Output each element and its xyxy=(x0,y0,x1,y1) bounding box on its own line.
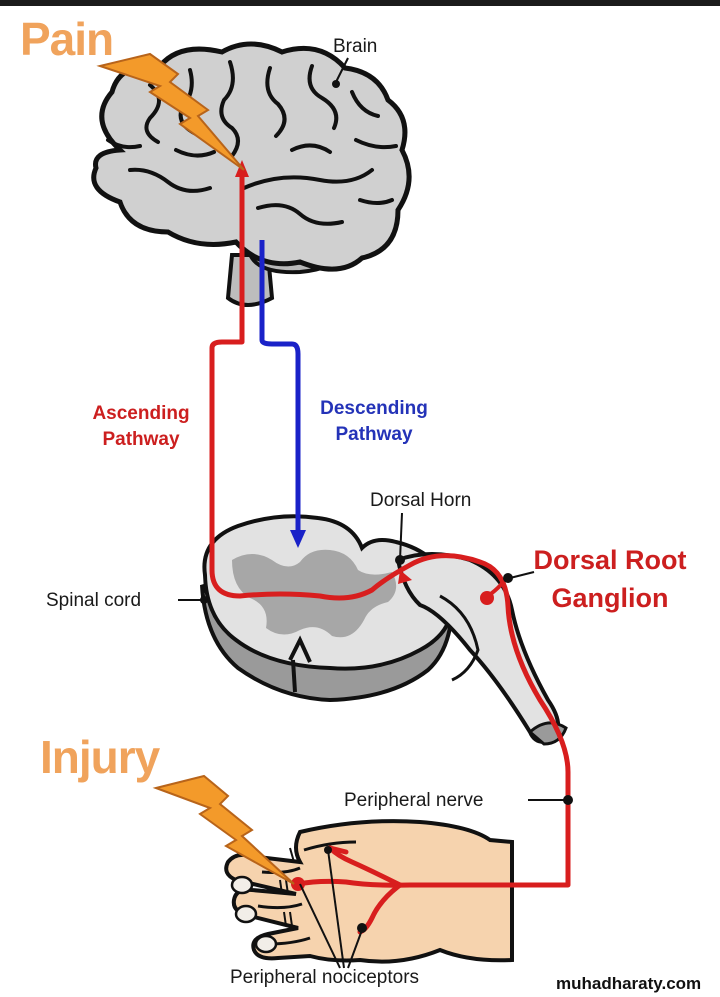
brain-leader xyxy=(335,57,349,83)
spinal-cord-label: Spinal cord xyxy=(46,590,142,611)
dorsal-horn-label: Dorsal Horn xyxy=(370,490,472,511)
descending-pathway-line xyxy=(259,240,301,532)
injury-lightning-bolt-icon xyxy=(152,774,295,885)
brain-illustration xyxy=(91,41,412,307)
pain-lightning-bolt-icon xyxy=(96,52,245,171)
peripheral-nociceptors-label: Peripheral nociceptors xyxy=(230,967,420,988)
dorsal-root-ganglion-label: Dorsal Root Ganglion xyxy=(533,545,687,613)
watermark: muhadharaty.com xyxy=(556,974,702,993)
pain-label: Pain xyxy=(20,13,114,65)
top-border xyxy=(0,0,720,6)
hand-illustration xyxy=(224,819,514,964)
descending-pathway-label: Descending Pathway xyxy=(320,398,428,445)
spinal-cord-illustration xyxy=(200,514,568,746)
injury-label: Injury xyxy=(40,731,160,783)
nociceptor-leader-3 xyxy=(299,883,341,969)
brain-label: Brain xyxy=(333,36,378,57)
nociceptor-leader-2 xyxy=(327,849,345,969)
ascending-pathway-line xyxy=(209,175,571,885)
nociceptor-leader-1 xyxy=(347,929,363,969)
peripheral-nerve-label: Peripheral nerve xyxy=(344,790,484,811)
dorsal-horn-leader xyxy=(399,512,403,561)
drg-leader xyxy=(509,571,535,579)
ascending-pathway-label: Ascending Pathway xyxy=(92,403,190,450)
